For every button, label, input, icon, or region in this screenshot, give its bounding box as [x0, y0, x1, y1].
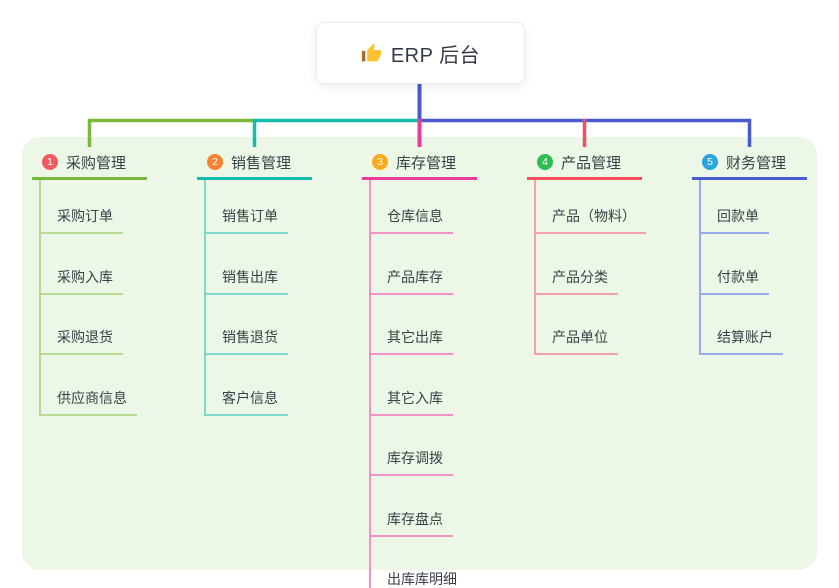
sub-item-node[interactable]: 采购入库 [41, 234, 123, 295]
branch-title-label: 销售管理 [231, 154, 292, 172]
sub-item-node[interactable]: 付款单 [701, 234, 769, 295]
sub-item-label: 结算账户 [717, 329, 773, 345]
sub-item-label: 其它入库 [387, 389, 443, 406]
branch-title-label: 采购管理 [66, 154, 127, 172]
branch-title-label: 财务管理 [726, 154, 787, 172]
sub-item-node[interactable]: 销售退货 [206, 295, 288, 355]
sub-item-label: 供应商信息 [57, 389, 127, 406]
sub-item-node[interactable]: 其它出库 [371, 295, 453, 355]
sub-item-node[interactable]: 产品单位 [536, 295, 618, 355]
sub-item-label: 产品库存 [387, 268, 443, 285]
branch-title-label: 产品管理 [561, 154, 622, 172]
branch-items-group: 产品（物料） 产品分类 产品单位 [534, 180, 646, 355]
sub-item-node[interactable]: 产品分类 [536, 234, 618, 295]
sub-item-node[interactable]: 客户信息 [206, 355, 288, 416]
sub-item-node[interactable]: 回款单 [701, 180, 769, 234]
branch-title[interactable]: 2 销售管理 [197, 147, 312, 180]
branch-number-badge: 3 [372, 154, 388, 170]
branch-items-group: 仓库信息 产品库存 其它出库 其它入库 库存调拨 库存盘点 出库库明细 [369, 180, 467, 588]
sub-item-label: 产品分类 [552, 268, 608, 285]
sub-item-node[interactable]: 仓库信息 [371, 180, 453, 234]
branch-items-group: 采购订单 采购入库 采购退货 供应商信息 [39, 180, 137, 416]
branch-title[interactable]: 4 产品管理 [527, 147, 642, 180]
sub-item-node[interactable]: 结算账户 [701, 295, 783, 355]
sub-item-label: 销售订单 [222, 208, 278, 224]
branch-title[interactable]: 1 采购管理 [32, 147, 147, 180]
sub-item-label: 回款单 [717, 208, 759, 224]
branch-number-badge: 2 [207, 154, 223, 170]
branch-node-1: 1 采购管理 采购订单 采购入库 采购退货 供应商信息 [32, 147, 147, 416]
sub-item-node[interactable]: 供应商信息 [41, 355, 137, 416]
branch-node-2: 2 销售管理 销售订单 销售出库 销售退货 客户信息 [197, 147, 312, 416]
sub-item-node[interactable]: 采购订单 [41, 180, 123, 234]
branch-number-badge: 1 [42, 154, 58, 170]
sub-item-node[interactable]: 出库库明细 [371, 537, 467, 588]
branch-items-group: 销售订单 销售出库 销售退货 客户信息 [204, 180, 288, 416]
sub-item-label: 产品（物料） [552, 208, 636, 224]
branch-number-badge: 4 [537, 154, 553, 170]
sub-item-node[interactable]: 销售出库 [206, 234, 288, 295]
sub-item-label: 出库库明细 [387, 571, 457, 587]
sub-item-node[interactable]: 产品（物料） [536, 180, 646, 234]
sub-item-label: 库存调拨 [387, 450, 443, 466]
root-node-title: ERP 后台 [390, 44, 481, 67]
sub-item-node[interactable]: 库存盘点 [371, 476, 453, 537]
sub-item-label: 采购退货 [57, 329, 113, 345]
branch-title-label: 库存管理 [396, 154, 457, 172]
thumbs-up-icon [361, 43, 381, 61]
sub-item-label: 采购入库 [57, 268, 113, 285]
sub-item-label: 仓库信息 [387, 208, 443, 224]
branch-node-5: 5 财务管理 回款单 付款单 结算账户 [692, 147, 807, 355]
branch-number-badge: 5 [702, 154, 718, 170]
sub-item-label: 销售退货 [222, 329, 278, 345]
sub-item-label: 销售出库 [222, 268, 278, 285]
branch-items-group: 回款单 付款单 结算账户 [699, 180, 783, 355]
sub-item-node[interactable]: 销售订单 [206, 180, 288, 234]
sub-item-label: 库存盘点 [387, 510, 443, 527]
branch-node-4: 4 产品管理 产品（物料） 产品分类 产品单位 [527, 147, 646, 355]
sub-item-label: 付款单 [717, 268, 759, 285]
sub-item-node[interactable]: 产品库存 [371, 234, 453, 295]
root-node[interactable]: ERP 后台 [316, 22, 525, 84]
sub-item-label: 其它出库 [387, 329, 443, 345]
branch-title[interactable]: 3 库存管理 [362, 147, 477, 180]
sub-item-label: 产品单位 [552, 329, 608, 345]
branch-node-3: 3 库存管理 仓库信息 产品库存 其它出库 其它入库 库存调拨 库存盘点 出库库… [362, 147, 477, 588]
sub-item-label: 采购订单 [57, 208, 113, 224]
sub-item-node[interactable]: 库存调拨 [371, 416, 453, 476]
sub-item-node[interactable]: 采购退货 [41, 295, 123, 355]
sub-item-label: 客户信息 [222, 389, 278, 406]
branch-title[interactable]: 5 财务管理 [692, 147, 807, 180]
sub-item-node[interactable]: 其它入库 [371, 355, 453, 416]
